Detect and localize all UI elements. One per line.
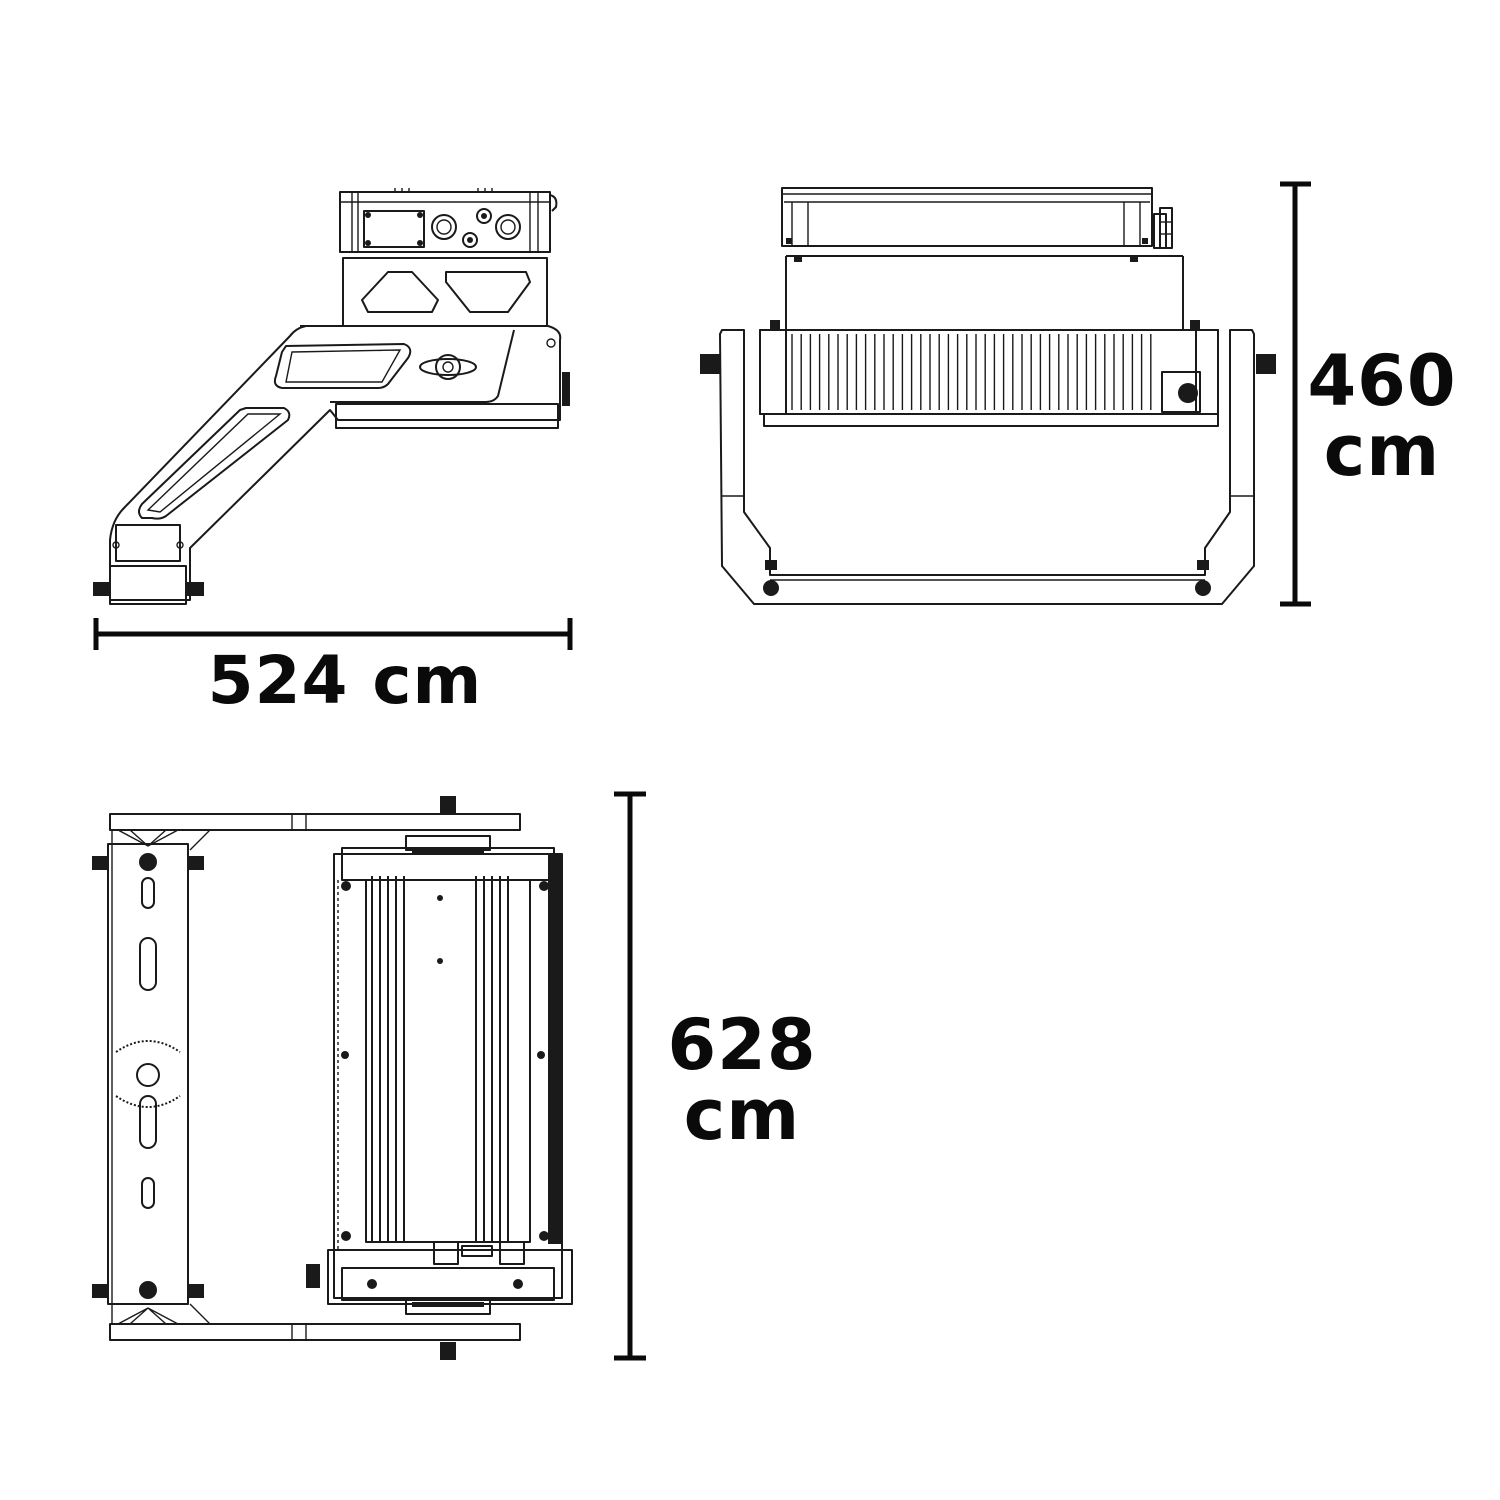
width-value: 524 cm [207,642,483,719]
depth-dimension-line [614,791,646,1361]
depth-unit: cm [683,1074,801,1156]
height-dimension-label: 460 cm [1302,346,1462,486]
heatsink-rails [371,876,509,1242]
height-unit: cm [1323,410,1441,492]
depth-dimension-label: 628 cm [662,1010,822,1150]
width-dimension-line [93,618,573,650]
side-view: 524 cm [0,0,750,750]
top-view: 628 cm [0,760,900,1400]
depth-value: 628 [667,1004,817,1086]
side-connector-icon [1153,207,1173,249]
cable-gland-icon [363,210,425,248]
height-dimension-line [1280,181,1311,607]
top-view-drawing [92,791,646,1361]
heatsink-fins [791,334,1152,410]
front-view-drawing [700,181,1311,607]
power-connector-icon [1161,371,1201,413]
height-value: 460 [1307,340,1457,422]
tilt-knob-icon [419,354,477,380]
tilt-scale-icon [115,1040,181,1108]
width-dimension-label: 524 cm [180,648,510,714]
front-view: 460 cm [680,150,1500,650]
side-view-drawing [93,188,573,650]
connector-icon [431,208,521,248]
